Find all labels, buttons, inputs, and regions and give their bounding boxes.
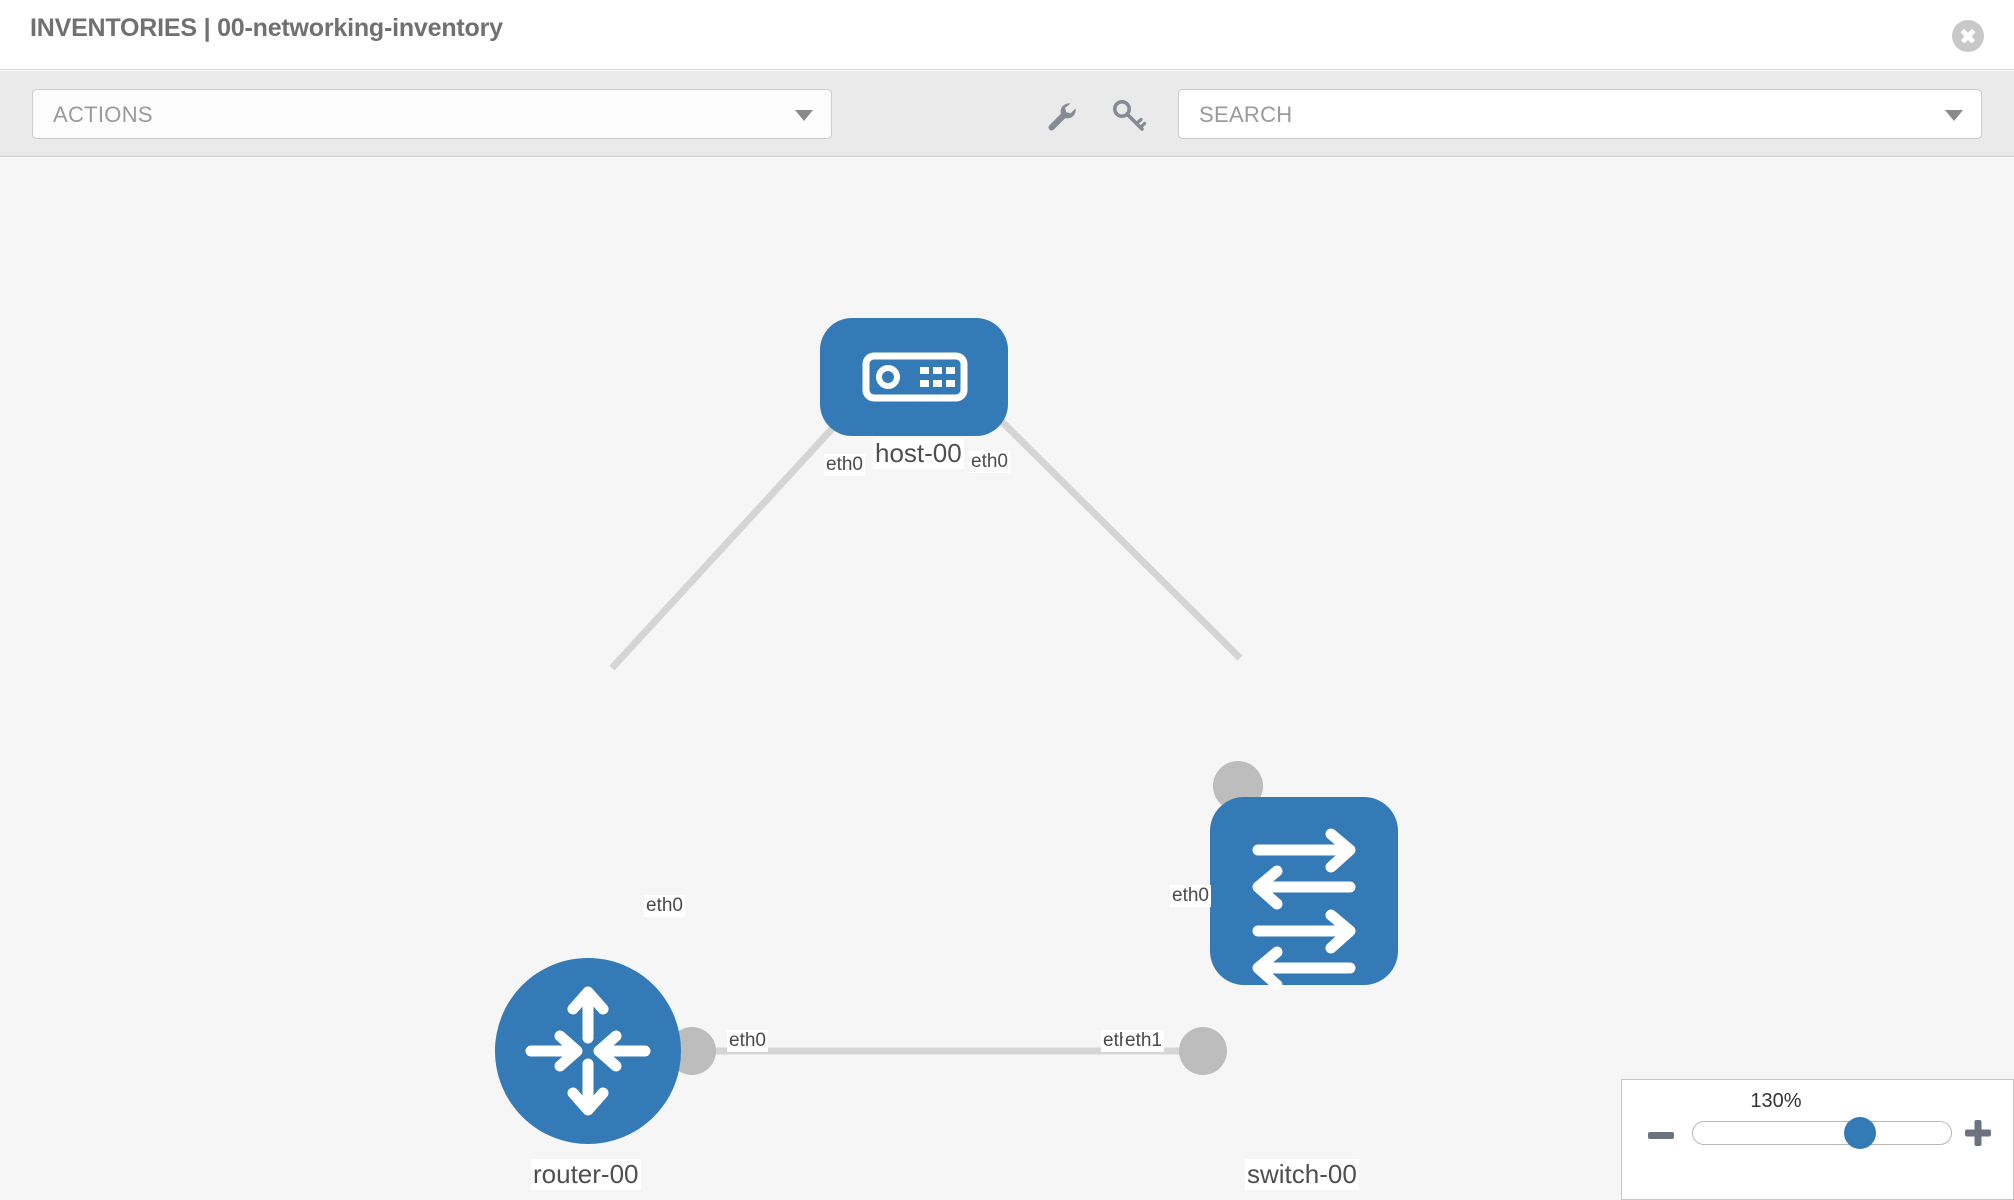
interface-label-switch-up: eth0 [1170,885,1211,907]
node-label-host-00: host-00 [873,438,964,469]
interface-label-router-right: eth0 [727,1030,768,1052]
zoom-control-panel: 130% [1621,1079,2014,1200]
zoom-slider-thumb[interactable] [1844,1117,1876,1149]
node-label-router-00: router-00 [531,1159,641,1190]
zoom-in-button[interactable] [1964,1119,1992,1147]
zoom-out-button[interactable] [1648,1132,1674,1139]
chevron-down-icon [795,110,813,121]
topology-canvas[interactable]: host-00 router-00 switch-00 eth0 eth0 et… [0,158,2014,1200]
wrench-icon[interactable] [1040,95,1080,135]
topology-graph [495,318,1398,1144]
interface-label-switch-left: eth1 [1123,1030,1164,1052]
close-icon[interactable] [1952,20,1984,52]
interface-label-router-up: eth0 [644,895,685,917]
node-router-00[interactable] [495,958,681,1144]
zoom-level-value: 130% [1750,1090,1802,1112]
interface-label-host-right: eth0 [969,451,1010,473]
node-label-switch-00: switch-00 [1245,1159,1359,1190]
key-icon[interactable] [1108,95,1148,135]
toolbar: ACTIONS SEARCH [0,71,2014,157]
search-input[interactable]: SEARCH [1178,89,1982,139]
chevron-down-icon[interactable] [1945,110,1963,121]
interface-label-host-left: eth0 [824,454,865,476]
actions-dropdown-label: ACTIONS [53,102,153,127]
search-placeholder: SEARCH [1199,102,1293,127]
page-title: INVENTORIES | 00-networking-inventory [30,14,503,42]
page-header: INVENTORIES | 00-networking-inventory [0,0,2014,70]
zoom-slider-track[interactable] [1692,1121,1952,1145]
connector-switch-left [1179,1027,1227,1075]
actions-dropdown[interactable]: ACTIONS [32,89,832,139]
node-host-00[interactable] [820,318,1008,436]
node-switch-00[interactable] [1210,797,1398,991]
